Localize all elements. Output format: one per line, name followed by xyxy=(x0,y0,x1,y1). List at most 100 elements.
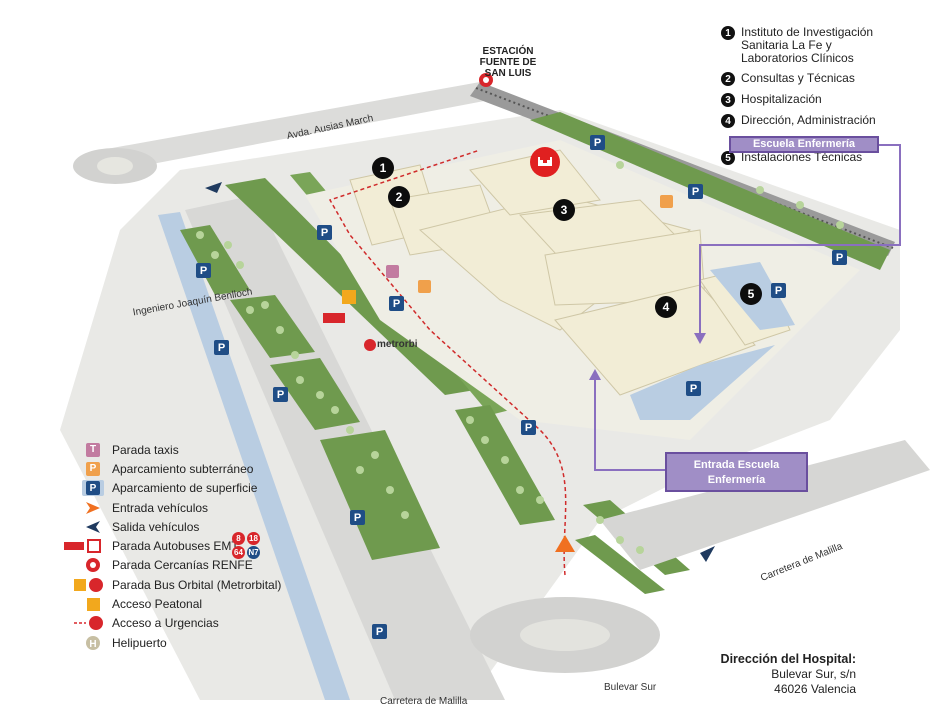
legend-item: Acceso Peatonal xyxy=(82,594,342,613)
bus-line-64: 64 xyxy=(232,546,245,560)
legend-building-4-label: Dirección, Administración xyxy=(741,113,876,127)
legend-label: Aparcamiento subterráneo xyxy=(112,461,254,476)
building-5-badge: 5 xyxy=(740,283,762,305)
building-2-badge: 2 xyxy=(388,186,410,208)
green-block-4 xyxy=(320,430,440,560)
metrorbital-icon xyxy=(364,339,376,351)
legend-item: Salida vehículos xyxy=(82,517,342,536)
helipad-icon: H xyxy=(86,635,100,650)
legend-item: Entrada vehículos xyxy=(82,498,342,517)
legend-building-1-label: Instituto de Investigación Sanitaria La … xyxy=(741,25,874,65)
buildings-legend-item: 5 Instalaciones Técnicas xyxy=(721,151,921,165)
pedestrian-icon xyxy=(86,597,100,611)
surface-parking-strip-left xyxy=(158,212,350,700)
ausias-march-road xyxy=(90,82,500,172)
parking-marker: P xyxy=(273,387,288,402)
vehicle-entry-arrow-icon xyxy=(86,501,100,514)
green-block-5 xyxy=(455,405,555,525)
vehicle-entry-arrow-icon xyxy=(555,535,575,552)
road-label-bulevar-sur: Bulevar Sur xyxy=(604,682,657,693)
parking-marker: P xyxy=(389,296,404,311)
taxi-icon xyxy=(386,265,399,278)
legend-item: P Aparcamiento subterráneo xyxy=(82,459,342,478)
pedestrian-icon xyxy=(342,290,356,304)
bus-icon xyxy=(64,539,101,554)
parking-marker: P xyxy=(686,381,701,396)
legend-number-3: 3 xyxy=(721,93,735,107)
parking-marker: P xyxy=(590,135,605,150)
legend-building-5-label: Instalaciones Técnicas xyxy=(741,150,863,164)
parking-marker: P xyxy=(196,263,211,278)
taxi-icon: T xyxy=(86,442,100,457)
legend-label: Acceso a Urgencias xyxy=(112,616,219,631)
vehicle-exit-arrow-icon xyxy=(86,520,100,533)
parking-marker: P xyxy=(350,510,365,525)
legend-label: Parada Autobuses EMT xyxy=(112,539,239,554)
road-label-malilla-bottom: Carretera de Malilla xyxy=(380,696,468,707)
address-line2: 46026 Valencia xyxy=(774,682,856,696)
station-label-line2: FUENTE DE SAN LUIS xyxy=(479,57,537,79)
building-4-badge: 4 xyxy=(655,296,677,318)
vehicle-exit-arrow-icon xyxy=(700,546,715,562)
vehicle-exit-arrow-icon xyxy=(205,182,222,193)
green-strip-right xyxy=(530,112,890,270)
station-label: ESTACIÓN FUENTE DE SAN LUIS xyxy=(468,46,548,79)
underground-parking-icon: P xyxy=(86,461,100,476)
legend-item: Parada Cercanías RENFE xyxy=(82,556,342,575)
metrorbital-icon xyxy=(74,577,103,592)
legend-item: H Helipuerto xyxy=(82,633,342,652)
legend-label: Acceso Peatonal xyxy=(112,597,203,612)
parking-marker: P xyxy=(317,225,332,240)
address-line1: Bulevar Sur, s/n xyxy=(771,667,856,681)
underground-parking-icon xyxy=(418,280,431,293)
bus-line-18: 18 xyxy=(247,532,260,546)
legend-number-4: 4 xyxy=(721,114,735,128)
station-label-line1: ESTACIÓN xyxy=(482,46,534,57)
escuela-callout-line xyxy=(699,144,901,335)
parking-marker: P xyxy=(521,420,536,435)
legend-number-5: 5 xyxy=(721,151,735,165)
renfe-icon xyxy=(86,558,100,573)
legend-building-2-label: Consultas y Técnicas xyxy=(741,71,855,85)
metrorbital-map-label: metrorbi xyxy=(377,339,418,350)
legend-item: Acceso a Urgencias xyxy=(74,614,342,633)
address-title: Dirección del Hospital: xyxy=(720,652,856,666)
bus-line-8: 8 xyxy=(232,532,245,546)
trees xyxy=(196,161,844,554)
building-1-badge: 1 xyxy=(372,157,394,179)
legend-label: Parada taxis xyxy=(112,442,179,457)
entrada-callout-line xyxy=(594,378,665,471)
legend-label: Parada Cercanías RENFE xyxy=(112,558,253,573)
green-block-7 xyxy=(575,535,665,594)
legend-label: Aparcamiento de superficie xyxy=(112,481,258,496)
legend-number-2: 2 xyxy=(721,72,735,86)
emergency-icon xyxy=(74,616,103,631)
bus-icon xyxy=(323,313,345,323)
emergency-access-route xyxy=(328,149,567,576)
bus-line-n7: N7 xyxy=(247,546,260,560)
parking-marker: P xyxy=(214,340,229,355)
legend-label: Salida vehículos xyxy=(112,519,200,534)
legend-label: Parada Bus Orbital (Metrorbital) xyxy=(112,577,282,592)
underground-parking-icon xyxy=(660,195,673,208)
legend-label: Helipuerto xyxy=(112,635,167,650)
legend-item: Parada Autobuses EMT 8 18 64 N7 xyxy=(64,532,342,560)
legend-item: T Parada taxis xyxy=(82,440,342,459)
legend-label: Entrada vehículos xyxy=(112,500,209,515)
building-3-badge: 3 xyxy=(553,199,575,221)
parking-marker: P xyxy=(688,184,703,199)
svg-text:H: H xyxy=(89,639,96,650)
buildings-legend-item: 4 Dirección, Administración xyxy=(721,114,921,128)
escuela-enfermeria-callout: Escuela Enfermería xyxy=(729,136,879,153)
parking-marker: P xyxy=(372,624,387,639)
parking-marker: P xyxy=(832,250,847,265)
parking-marker: P xyxy=(771,283,786,298)
parking-lot-bottom xyxy=(630,345,775,420)
buildings-legend-item: 2 Consultas y Técnicas xyxy=(721,72,921,86)
carretera-malilla-road xyxy=(600,440,930,570)
